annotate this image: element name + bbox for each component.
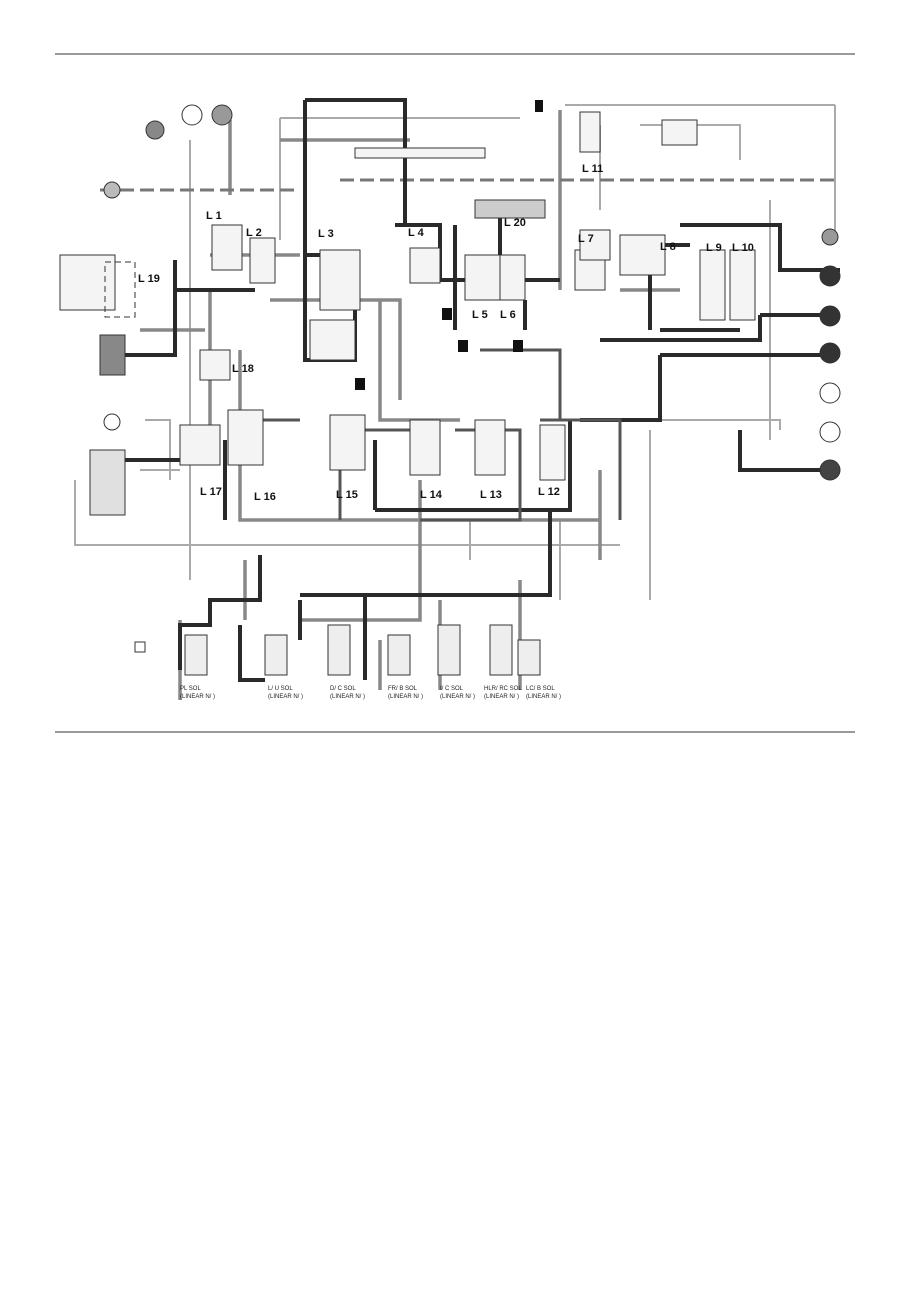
lu-sol-name: L/ U SOL	[268, 686, 293, 692]
label-l15: L 15	[336, 489, 358, 501]
label-l20: L 20	[504, 217, 526, 229]
label-l2: L 2	[246, 227, 262, 239]
valve-components	[59, 111, 756, 516]
pl-sol-name: PL SOL	[180, 686, 201, 692]
label-l10: L 10	[732, 242, 754, 254]
label-l5: L 5	[472, 309, 488, 321]
hydraulic-lines	[74, 98, 840, 700]
frb-sol-type: (LINEAR N/ )	[388, 694, 423, 700]
solenoid-bodies	[134, 624, 541, 676]
pl-sol-type: (LINEAR N/ )	[180, 694, 215, 700]
label-l16: L 16	[254, 491, 276, 503]
port-circles	[103, 104, 841, 481]
check-valves	[355, 100, 543, 390]
circuit-labels: L 1 L 2 L 3 L 4 L 5 L 6 L 7 L 8 L 9 L 10…	[138, 163, 754, 503]
label-l4: L 4	[408, 227, 425, 239]
label-l6: L 6	[500, 309, 516, 321]
label-l17: L 17	[200, 486, 222, 498]
label-l7: L 7	[578, 233, 594, 245]
ic-sol-name: I/ C SOL	[440, 686, 464, 692]
solenoid-captions: PL SOL (LINEAR N/ ) L/ U SOL (LINEAR N/ …	[180, 686, 561, 700]
label-l1: L 1	[206, 210, 222, 222]
label-l3: L 3	[318, 228, 334, 240]
dc-sol-name: D/ C SOL	[330, 686, 356, 692]
hlrrc-sol-type: (LINEAR N/ )	[484, 694, 519, 700]
label-l19: L 19	[138, 273, 160, 285]
lcb-sol-name: LC/ B SOL	[526, 686, 555, 692]
dc-sol-type: (LINEAR N/ )	[330, 694, 365, 700]
lu-sol-type: (LINEAR N/ )	[268, 694, 303, 700]
lcb-sol-type: (LINEAR N/ )	[526, 694, 561, 700]
label-l14: L 14	[420, 489, 443, 501]
ic-sol-type: (LINEAR N/ )	[440, 694, 475, 700]
hlrrc-sol-name: HLR/ RC SOL	[484, 686, 522, 692]
label-l9: L 9	[706, 242, 722, 254]
frb-sol-name: FR/ B SOL	[388, 686, 418, 692]
label-l8: L 8	[660, 241, 676, 253]
label-l18: L 18	[232, 363, 254, 375]
label-l11: L 11	[582, 163, 603, 175]
label-l13: L 13	[480, 489, 502, 501]
label-l12: L 12	[538, 486, 560, 498]
